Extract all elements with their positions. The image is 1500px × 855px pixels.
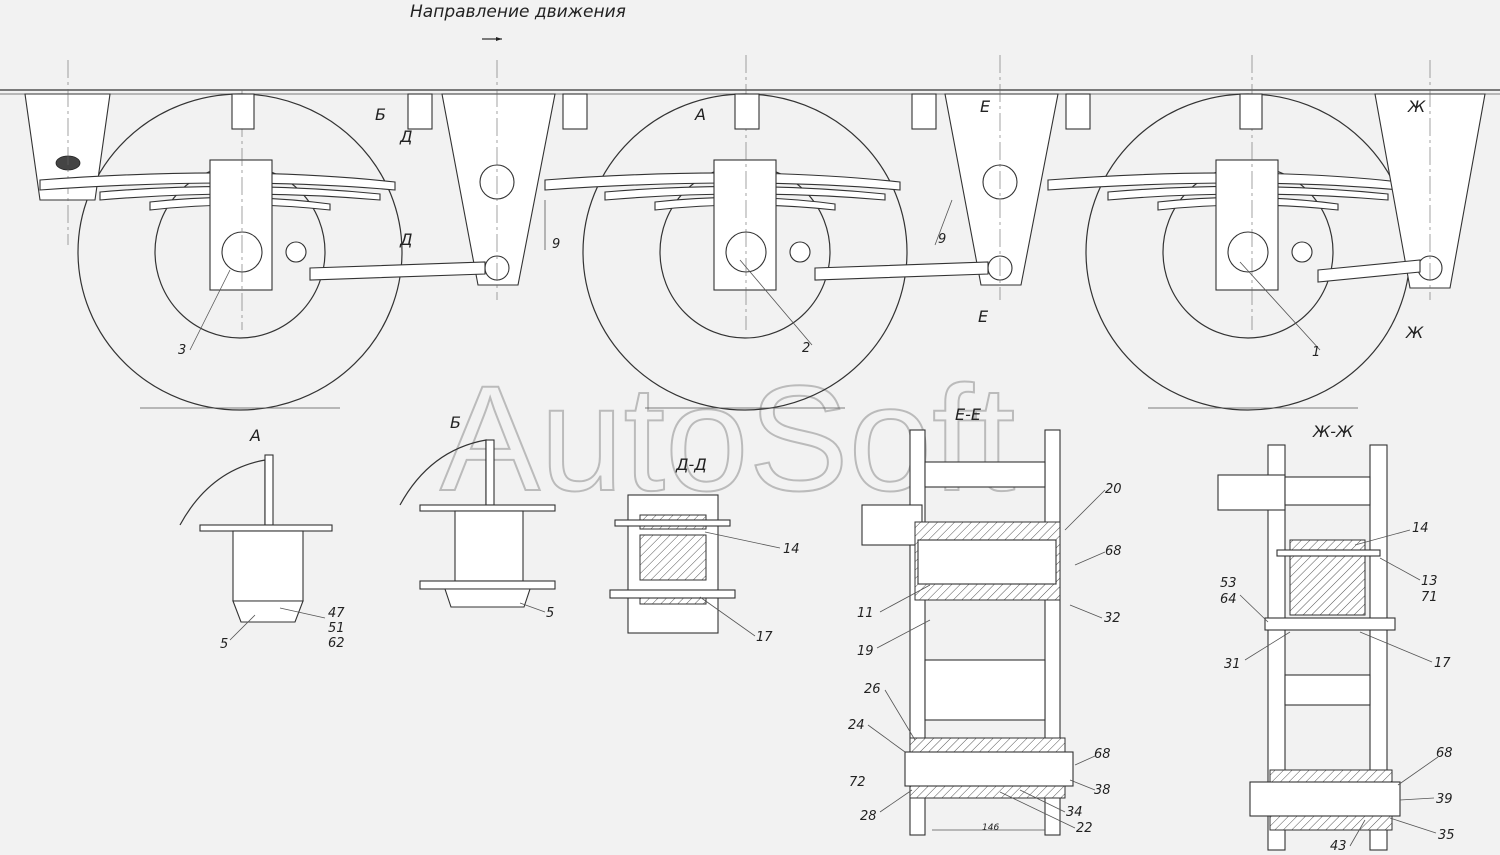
- svg-text:2: 2: [802, 341, 810, 356]
- section-d-d: Д-Д 14 17: [609, 455, 800, 645]
- svg-text:68: 68: [1094, 747, 1111, 762]
- section-label-b: Б: [375, 105, 386, 124]
- drawing-title: Направление движения: [410, 2, 626, 22]
- svg-text:19: 19: [857, 644, 874, 659]
- svg-text:13: 13: [1421, 574, 1438, 589]
- svg-text:20: 20: [1105, 482, 1122, 497]
- svg-text:31: 31: [1224, 657, 1241, 672]
- svg-text:51: 51: [328, 621, 345, 636]
- axle-assembly-rear: [209, 90, 307, 330]
- svg-text:32: 32: [1104, 611, 1121, 626]
- frame-rail: [0, 89, 1500, 95]
- front-bracket: [1374, 60, 1486, 300]
- svg-text:5: 5: [546, 606, 554, 621]
- dimension-label: 146: [982, 823, 999, 833]
- svg-text:71: 71: [1421, 590, 1438, 605]
- svg-text:72: 72: [849, 775, 866, 790]
- svg-text:47: 47: [328, 606, 345, 621]
- direction-arrow: [482, 37, 502, 41]
- view-b: Б 5: [399, 413, 556, 621]
- axle-assembly-middle: [713, 55, 811, 330]
- svg-text:5: 5: [220, 637, 228, 652]
- svg-text:34: 34: [1066, 805, 1083, 820]
- callouts-main-view: 3 2 1 9 9: [178, 199, 1321, 360]
- section-label-zh-top: Ж: [1407, 97, 1426, 116]
- svg-text:14: 14: [1412, 521, 1429, 536]
- svg-text:17: 17: [756, 630, 773, 645]
- section-label-e-bottom: Е: [978, 307, 989, 326]
- section-d-d-label: Д-Д: [675, 455, 707, 474]
- svg-text:24: 24: [848, 718, 865, 733]
- section-label-e-top: Е: [980, 97, 991, 116]
- svg-text:53: 53: [1220, 576, 1237, 591]
- svg-text:22: 22: [1076, 821, 1093, 836]
- svg-text:3: 3: [178, 343, 186, 358]
- section-label-zh-bottom: Ж: [1405, 323, 1424, 342]
- svg-text:35: 35: [1438, 828, 1455, 843]
- svg-text:9: 9: [552, 237, 560, 252]
- section-markers: Б Д Д А Е Е Ж Ж: [375, 97, 1426, 342]
- rear-bracket: [24, 60, 111, 245]
- svg-text:43: 43: [1330, 839, 1347, 854]
- svg-text:1: 1: [1312, 345, 1320, 360]
- svg-text:39: 39: [1436, 792, 1453, 807]
- view-a-label: А: [249, 426, 261, 445]
- balancer-bracket-1: [441, 60, 556, 300]
- watermark: AutoSoft: [440, 354, 1015, 522]
- svg-text:68: 68: [1436, 746, 1453, 761]
- axle-assembly-front: [1215, 55, 1313, 330]
- svg-text:14: 14: [783, 542, 800, 557]
- svg-text:62: 62: [328, 636, 345, 651]
- section-e-e: Е-Е 146 20 68 11 32 19 26 24 72 28 68 38…: [848, 405, 1122, 836]
- svg-text:64: 64: [1220, 592, 1237, 607]
- section-label-a: А: [694, 105, 706, 124]
- svg-text:17: 17: [1434, 656, 1451, 671]
- svg-text:11: 11: [857, 606, 874, 621]
- svg-text:9: 9: [938, 232, 946, 247]
- svg-text:26: 26: [864, 682, 881, 697]
- svg-text:68: 68: [1105, 544, 1122, 559]
- section-label-d-top: Д: [399, 127, 413, 146]
- section-zh-zh: Ж-Ж 14 53 64 13 71 31 17 68 39 35 43: [1217, 422, 1455, 854]
- view-b-label: Б: [450, 413, 461, 432]
- section-zh-zh-label: Ж-Ж: [1312, 422, 1354, 441]
- section-e-e-label: Е-Е: [955, 405, 982, 424]
- balancer-bracket-2: [944, 55, 1059, 300]
- svg-text:38: 38: [1094, 783, 1111, 798]
- svg-text:28: 28: [860, 809, 877, 824]
- frame-posts: [231, 93, 1263, 130]
- section-label-d-bottom: Д: [399, 230, 413, 249]
- view-a: А 5 47 51 62: [179, 426, 345, 652]
- reaction-rods: [309, 259, 1421, 283]
